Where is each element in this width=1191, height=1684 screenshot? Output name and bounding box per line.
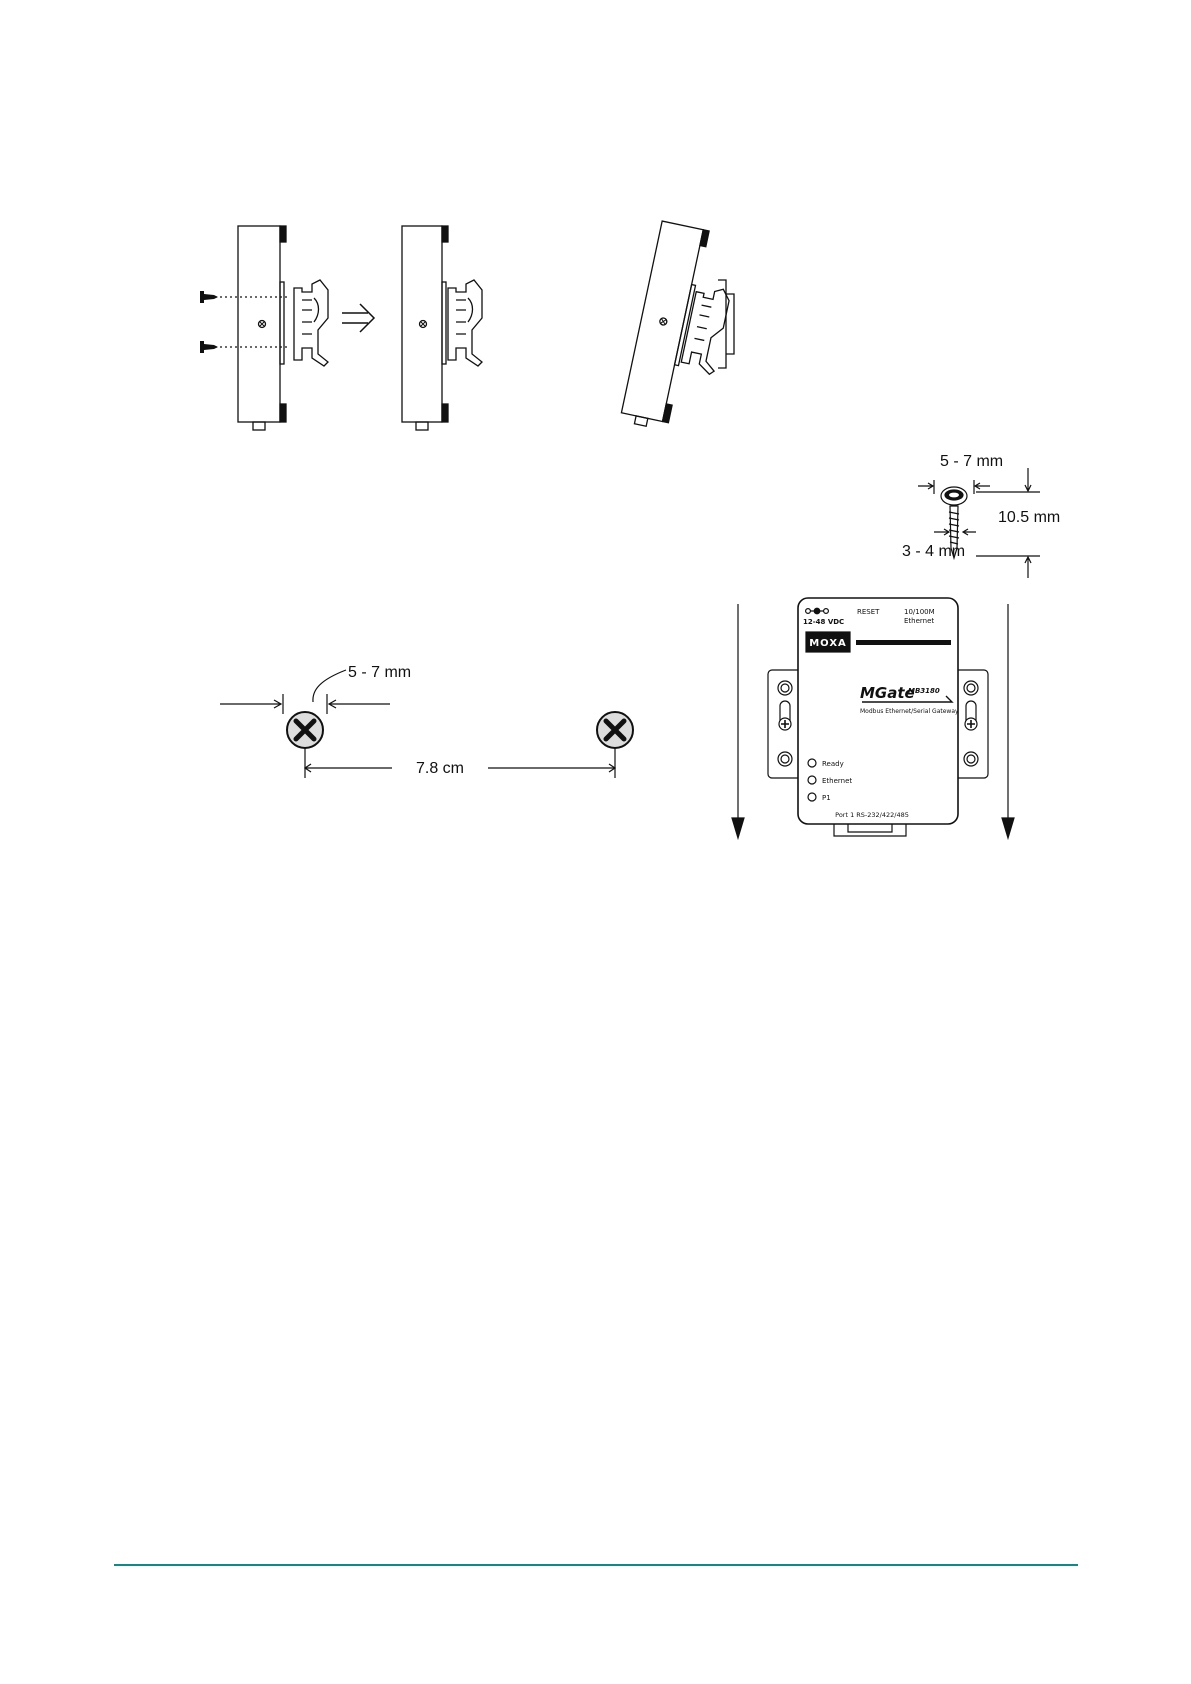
screw-head-icon [597,712,633,748]
arrow-right-icon [342,304,374,332]
wall-screw-spacing-label: 7.8 cm [416,760,464,777]
power-label: 12-48 VDC [803,618,844,626]
screw-icon [200,291,218,303]
wall-screw-head-label: 5 - 7 mm [348,664,411,681]
screw-shaft-dim-label: 3 - 4 mm [902,543,965,560]
screw-length-dim-label: 10.5 mm [998,509,1060,526]
serial-port-label: Port 1 RS-232/422/485 [835,811,909,819]
led-p1-label: P1 [822,794,831,802]
din-rail-figure [190,218,790,438]
reset-label: RESET [857,608,880,616]
din-step-2 [402,226,482,430]
down-arrow-icon [732,604,744,838]
wall-mount-spacing-figure: 5 - 7 mm 7.8 cm [220,650,660,790]
product-model: MB3180 [908,687,940,695]
din-step-1 [200,226,328,430]
screw-head-dim-label: 5 - 7 mm [940,453,1003,470]
screw-dimension-figure: 5 - 7 mm 10.5 mm 3 - 4 mm [890,448,1090,578]
product-name: MGate [860,684,915,702]
brand-logo: MOXA [809,638,847,649]
screw-icon [200,341,218,353]
din-step-3 [620,221,743,438]
led-ethernet-label: Ethernet [822,777,852,785]
down-arrow-icon [1002,604,1014,838]
product-description: Modbus Ethernet/Serial Gateway [860,708,959,715]
screw-head-icon [287,712,323,748]
din-rail [718,280,734,368]
footer-rule [114,1564,1078,1566]
device-wall-mount-figure: 12-48 VDC RESET 10/100M Ethernet MOXA MG… [700,588,1040,858]
led-ready-label: Ready [822,760,844,768]
ethernet-speed-label: 10/100M [904,608,935,616]
ethernet-port-label: Ethernet [904,617,934,625]
